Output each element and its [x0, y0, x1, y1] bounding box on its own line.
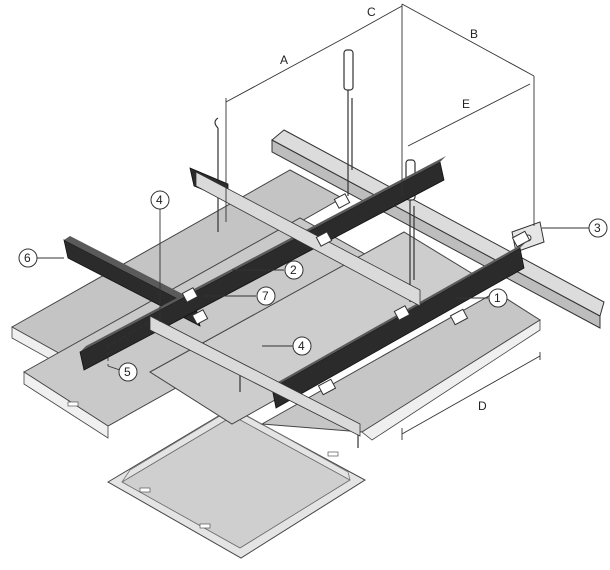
callout-label-2: 2: [290, 263, 297, 277]
ceiling-tile-loose: [107, 407, 366, 559]
callout-label-7: 7: [262, 289, 269, 303]
cross-beams: [63, 156, 531, 437]
dimension-labels: C B A E D: [280, 5, 487, 413]
dimension-label-e: E: [462, 97, 470, 111]
callouts: 3 4 6 2 7 1 4: [18, 190, 608, 382]
callout-3: 3: [542, 218, 608, 238]
callout-2: 2: [232, 260, 304, 280]
callout-label-4-bottom: 4: [298, 339, 305, 353]
callout-4-top: 4: [150, 190, 170, 322]
callout-label-3: 3: [594, 221, 601, 235]
callout-label-1: 1: [494, 291, 501, 305]
dimension-label-d: D: [478, 399, 487, 413]
callout-7: 7: [204, 286, 276, 306]
callout-label-5: 5: [124, 365, 131, 379]
dimension-label-a: A: [280, 53, 288, 67]
dimension-label-b: B: [470, 27, 478, 41]
callout-1: 1: [456, 288, 508, 308]
callout-4-bottom: 4: [262, 336, 312, 356]
callout-5: 5: [107, 362, 138, 382]
callout-label-6: 6: [24, 251, 31, 265]
dimension-label-c: C: [367, 5, 376, 19]
dimension-lines: [107, 3, 541, 440]
callout-label-4-top: 4: [156, 193, 163, 207]
callout-6: 6: [18, 248, 64, 268]
